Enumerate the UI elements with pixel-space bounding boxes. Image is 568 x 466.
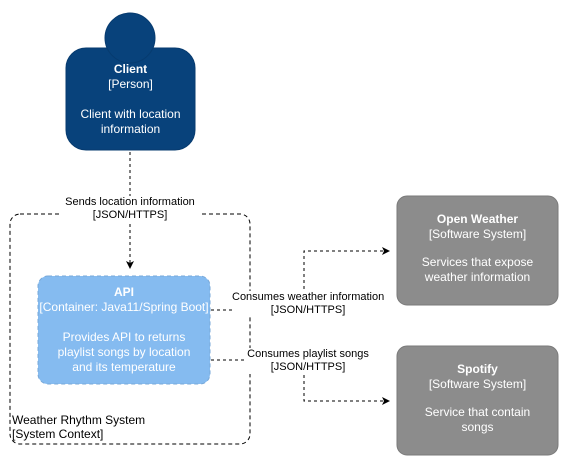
boundary-label: Weather Rhythm System [System Context] <box>12 413 145 441</box>
edge-label-api-weather-tech: [JSON/HTTPS] <box>270 304 346 316</box>
api-name: API <box>113 285 134 299</box>
open-weather-type: [Software System] <box>428 227 527 241</box>
edge-label-client-api: Sends location information [JSON/HTTPS] <box>60 196 200 222</box>
open-weather-text-block: Open Weather [Software System] Services … <box>397 212 558 285</box>
api-desc-line3: and its temperature <box>72 360 176 374</box>
api-desc-line2: playlist songs by location <box>57 345 191 359</box>
system-boundary <box>9 213 251 445</box>
boundary-type: [System Context] <box>12 427 104 441</box>
spotify-text-block: Spotify [Software System] Service that c… <box>397 362 558 435</box>
spotify-name: Spotify <box>457 362 498 376</box>
client-text-block: Client [Person] Client with location inf… <box>66 62 195 137</box>
api-desc-line1: Provides API to returns <box>62 330 186 344</box>
spotify-desc-line2: songs <box>461 420 494 434</box>
client-name: Client <box>113 62 148 76</box>
api-text-block: API [Container: Java11/Spring Boot] Prov… <box>30 285 218 375</box>
client-person[interactable] <box>65 12 196 151</box>
open-weather-desc-line2: weather information <box>424 270 531 284</box>
client-desc-line1: Client with location <box>80 107 181 121</box>
edge-label-api-weather-text: Consumes weather information <box>232 291 385 303</box>
edge-api-spotify <box>211 359 390 405</box>
spotify-system[interactable] <box>396 345 559 456</box>
edge-label-client-api-tech: [JSON/HTTPS] <box>92 209 168 221</box>
api-container[interactable] <box>37 275 211 385</box>
edge-label-api-weather: Consumes weather information [JSON/HTTPS… <box>232 291 384 317</box>
edge-api-open-weather <box>211 247 390 311</box>
edge-label-api-spotify: Consumes playlist songs [JSON/HTTPS] <box>244 348 372 374</box>
client-desc-line2: information <box>100 122 161 136</box>
open-weather-name: Open Weather <box>436 212 519 226</box>
edge-label-api-spotify-tech: [JSON/HTTPS] <box>270 361 346 373</box>
boundary-name: Weather Rhythm System <box>12 413 146 427</box>
api-type: [Container: Java11/Spring Boot] <box>39 300 209 314</box>
spotify-desc-line1: Service that contain <box>424 405 531 419</box>
open-weather-desc-line1: Services that expose <box>421 255 534 269</box>
open-weather-system[interactable] <box>396 195 559 306</box>
client-type: [Person] <box>108 77 153 91</box>
spotify-type: [Software System] <box>428 377 527 391</box>
edge-label-client-api-text: Sends location information <box>65 196 195 208</box>
edge-label-api-spotify-text: Consumes playlist songs <box>247 348 369 360</box>
